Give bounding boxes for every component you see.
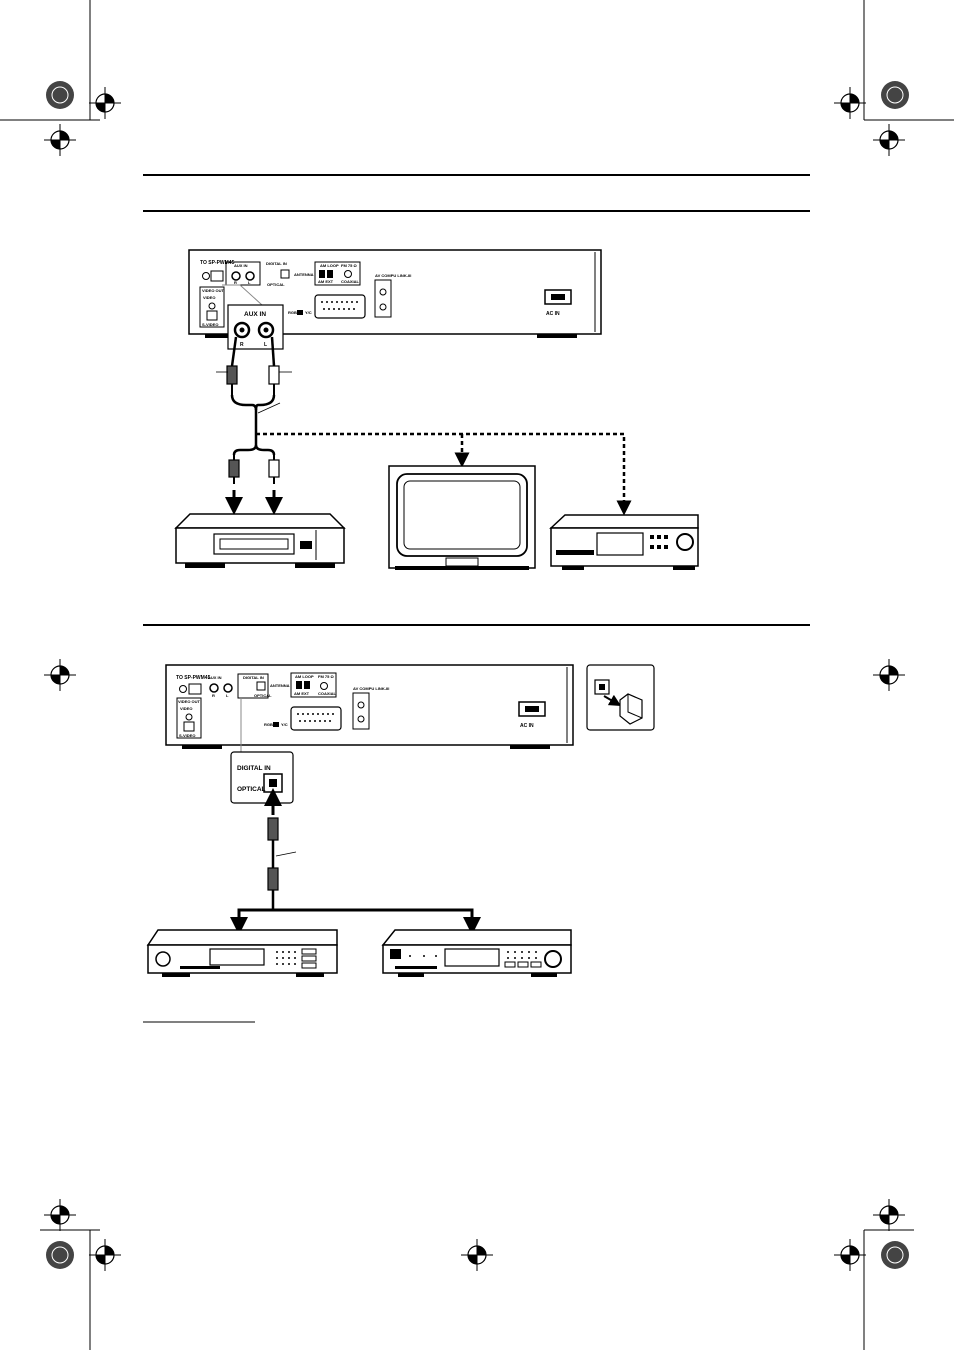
- registration-mark-icon: [46, 1241, 74, 1269]
- registration-mark-icon: [46, 81, 74, 109]
- audio-cable: [216, 336, 292, 484]
- zoom-digital-in-title: DIGITAL IN: [237, 765, 271, 772]
- to-sp-label: TO SP-PWM45: [200, 260, 235, 266]
- rgb-label: RGB: [288, 310, 297, 315]
- optical-label: OPTICAL: [254, 693, 272, 698]
- ac-in-label: AC IN: [546, 311, 560, 317]
- yc-label: Y/C: [281, 722, 288, 727]
- am-loop-label: AM LOOP: [320, 263, 339, 268]
- md-deck-icon: [381, 929, 572, 977]
- crosshair-icon: [873, 124, 905, 156]
- am-loop-label: AM LOOP: [295, 674, 314, 679]
- s-video-label: S-VIDEO: [202, 322, 218, 327]
- optical-cable: [264, 788, 297, 910]
- crosshair-icon: [834, 87, 866, 119]
- crosshair-icon: [44, 659, 76, 691]
- optical-cap-icon: [586, 664, 655, 731]
- coaxial-label: COAXIAL: [341, 279, 360, 284]
- registration-mark-icon: [881, 81, 909, 109]
- tv-icon: [388, 465, 536, 570]
- crosshair-icon: [873, 1199, 905, 1231]
- crosshair-marks: [44, 87, 905, 1271]
- aux-in-label: AUX IN: [234, 263, 248, 268]
- yc-label: Y/C: [305, 310, 312, 315]
- fm-label: FM 75 Ω: [318, 674, 334, 679]
- connection-arrows-b: [230, 908, 481, 935]
- connection-arrows-a: [225, 432, 632, 516]
- cd-player-icon: [146, 929, 338, 977]
- aux-l-label: L: [248, 280, 251, 285]
- zoom-l-label: L: [264, 342, 267, 348]
- video-out-label: VIDEO OUT: [202, 288, 225, 293]
- aux-r-label: R: [234, 280, 237, 285]
- crosshair-icon: [89, 1239, 121, 1271]
- s-video-label: S-VIDEO: [179, 733, 195, 738]
- antenna-label: ANTENNA: [294, 272, 314, 277]
- aux-l-label: L: [226, 693, 229, 698]
- crosshair-icon: [44, 1199, 76, 1231]
- video-label: VIDEO: [203, 295, 215, 300]
- unit-b-rear-panel: TO SP-PWM45 AUX IN R L DIGITAL IN OPTICA…: [165, 664, 574, 749]
- crosshair-icon: [44, 124, 76, 156]
- video-out-label: VIDEO OUT: [178, 699, 201, 704]
- to-sp-label: TO SP-PWM45: [176, 675, 211, 681]
- cassette-deck-icon: [549, 514, 699, 570]
- vcr-icon: [174, 513, 346, 568]
- video-label: VIDEO: [180, 706, 192, 711]
- am-ext-label: AM EXT: [318, 279, 334, 284]
- ac-in-label: AC IN: [520, 723, 534, 729]
- crosshair-icon: [89, 87, 121, 119]
- zoom-optical-label: OPTICAL: [237, 786, 266, 793]
- crosshair-icon: [834, 1239, 866, 1271]
- aux-r-label: R: [212, 693, 215, 698]
- antenna-label: ANTENNA: [270, 683, 290, 688]
- coaxial-label: COAXIAL: [318, 691, 337, 696]
- digital-in-label: DIGITAL IN: [243, 675, 264, 680]
- am-ext-label: AM EXT: [294, 691, 310, 696]
- av-compu-link-label: AV COMPU LINK-III: [375, 273, 411, 278]
- fm-label: FM 75 Ω: [341, 263, 357, 268]
- aux-in-label: AUX IN: [208, 675, 222, 680]
- av-compu-link-label: AV COMPU LINK-III: [353, 686, 389, 691]
- digital-in-label: DIGITAL IN: [266, 261, 287, 266]
- rgb-label: RGB: [264, 722, 273, 727]
- optical-label: OPTICAL: [267, 282, 285, 287]
- crosshair-icon: [461, 1239, 493, 1271]
- zoom-r-label: R: [240, 342, 244, 348]
- zoom-aux-in-title: AUX IN: [244, 311, 266, 318]
- aux-in-zoom: AUX IN R L: [222, 284, 284, 350]
- crosshair-icon: [873, 659, 905, 691]
- registration-mark-icon: [881, 1241, 909, 1269]
